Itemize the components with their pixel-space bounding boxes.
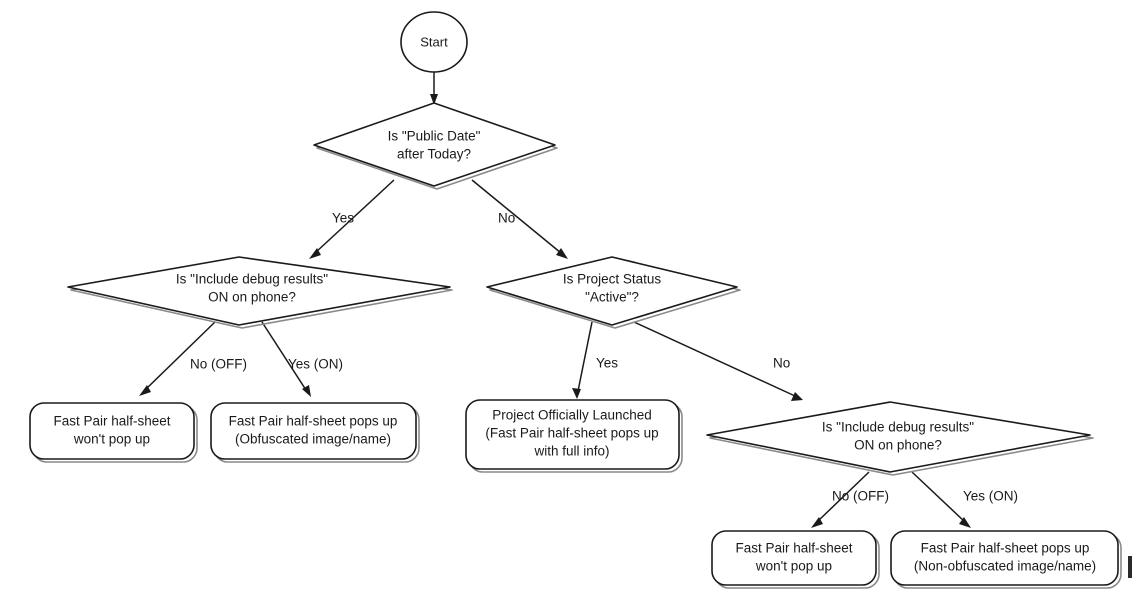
node-result-launched-line1: Project Officially Launched <box>492 408 652 423</box>
node-result-left-off-line1: Fast Pair half-sheet <box>53 414 170 429</box>
node-decision-project-status[interactable]: Is Project Status "Active"? <box>486 256 741 329</box>
arrow-head-icon <box>430 94 438 105</box>
box-shape <box>210 402 417 460</box>
node-decision-project-status-line1: Is Project Status <box>563 272 662 287</box>
edge-label-public-date-yes: Yes <box>332 211 354 226</box>
node-result-right-on-line1: Fast Pair half-sheet pops up <box>921 541 1090 556</box>
node-result-left-on-line1: Fast Pair half-sheet pops up <box>229 414 398 429</box>
diamond-shape <box>486 256 738 326</box>
edge-debug-left-off: No (OFF) <box>139 321 247 396</box>
node-result-left-on-line2: (Obfuscated image/name) <box>235 432 391 447</box>
node-decision-public-date-line2: after Today? <box>397 147 471 162</box>
edge-line <box>911 471 966 523</box>
edge-label-public-date-no: No <box>498 211 515 226</box>
node-result-right-off[interactable]: Fast Pair half-sheet won't pop up <box>711 530 880 589</box>
edge-line <box>471 179 562 254</box>
edge-project-status-yes: Yes <box>572 321 618 399</box>
node-result-left-off-line2: won't pop up <box>73 432 150 447</box>
edge-project-status-no: No <box>633 321 803 401</box>
start-ellipse <box>400 11 468 73</box>
node-result-launched-line2: (Fast Pair half-sheet pops up <box>485 426 658 441</box>
edge-public-date-yes: Yes <box>309 179 395 259</box>
edge-label-debug-right-on: Yes (ON) <box>963 489 1018 504</box>
diamond-shape <box>706 401 1091 473</box>
node-result-right-on-line2: (Non-obfuscated image/name) <box>914 559 1096 574</box>
box-shape <box>890 530 1119 586</box>
edge-line <box>816 471 870 523</box>
arrow-head-icon <box>309 248 321 259</box>
edge-debug-right-on: Yes (ON) <box>911 471 1018 528</box>
edge-line <box>633 321 796 397</box>
node-decision-debug-right[interactable]: Is "Include debug results" ON on phone? <box>706 401 1094 476</box>
arrow-head-icon <box>556 248 568 259</box>
node-result-right-on[interactable]: Fast Pair half-sheet pops up (Non-obfusc… <box>890 530 1122 589</box>
edge-line <box>144 321 216 391</box>
edge-line <box>261 321 307 391</box>
edge-label-debug-right-off: No (OFF) <box>832 489 889 504</box>
edge-line <box>577 321 593 392</box>
arrow-head-icon <box>302 385 311 397</box>
arrow-head-icon <box>572 388 581 399</box>
node-decision-public-date-line1: Is "Public Date" <box>388 129 481 144</box>
node-result-launched[interactable]: Project Officially Launched (Fast Pair h… <box>465 399 683 473</box>
arrow-head-icon <box>139 385 151 396</box>
node-result-right-off-line2: won't pop up <box>755 559 832 574</box>
node-decision-debug-right-line1: Is "Include debug results" <box>822 420 974 435</box>
node-result-launched-line3: with full info) <box>533 444 609 459</box>
node-decision-debug-right-line2: ON on phone? <box>854 438 942 453</box>
box-shape <box>711 530 877 586</box>
edge-line <box>314 179 395 254</box>
edge-public-date-no: No <box>471 179 568 259</box>
node-decision-debug-left-line1: Is "Include debug results" <box>176 272 328 287</box>
edge-debug-left-on: Yes (ON) <box>261 321 343 397</box>
node-decision-public-date[interactable]: Is "Public Date" after Today? <box>313 102 558 190</box>
edge-label-project-status-yes: Yes <box>596 356 618 371</box>
scan-artifact-mark <box>1128 556 1132 578</box>
diamond-shape <box>313 102 556 187</box>
edge-start-to-public-date <box>430 72 438 105</box>
edge-label-debug-left-on: Yes (ON) <box>288 357 343 372</box>
edge-debug-right-off: No (OFF) <box>811 471 889 528</box>
node-start-label: Start <box>420 34 448 49</box>
node-result-left-off[interactable]: Fast Pair half-sheet won't pop up <box>29 402 198 463</box>
edge-label-project-status-no: No <box>773 356 790 371</box>
box-shape <box>465 399 680 470</box>
edge-label-debug-left-off: No (OFF) <box>190 357 247 372</box>
node-decision-debug-left-line2: ON on phone? <box>208 290 296 305</box>
node-start[interactable]: Start <box>400 11 468 73</box>
node-decision-debug-left[interactable]: Is "Include debug results" ON on phone? <box>67 256 453 329</box>
box-shape <box>29 402 195 460</box>
arrow-head-icon <box>959 517 971 528</box>
arrow-head-icon <box>791 392 803 401</box>
node-result-left-on[interactable]: Fast Pair half-sheet pops up (Obfuscated… <box>210 402 420 463</box>
diamond-shape <box>67 256 451 326</box>
arrow-head-icon <box>811 517 823 528</box>
node-result-right-off-line1: Fast Pair half-sheet <box>735 541 852 556</box>
node-decision-project-status-line2: "Active"? <box>585 290 639 305</box>
